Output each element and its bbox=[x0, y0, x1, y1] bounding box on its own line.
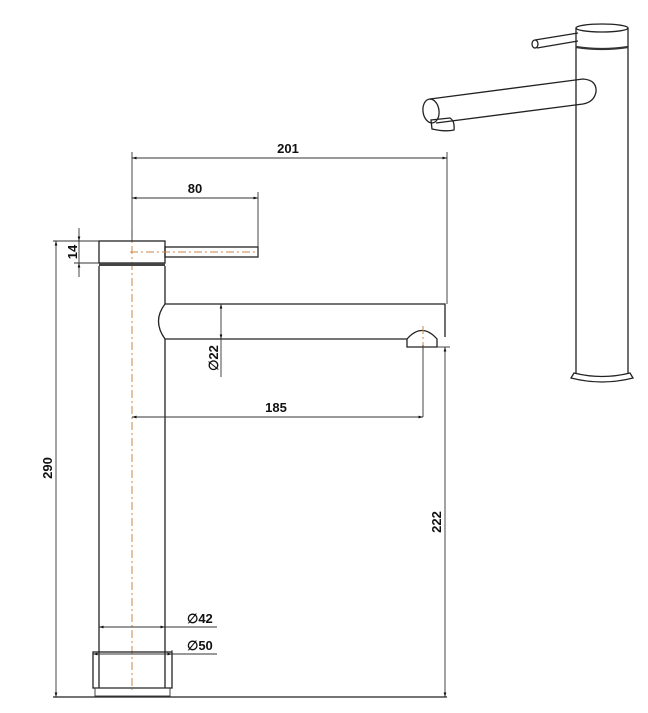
head-band bbox=[99, 263, 165, 266]
3d-spout-end bbox=[422, 98, 440, 124]
dim-label-290: 290 bbox=[40, 457, 55, 479]
dim-label-14: 14 bbox=[65, 244, 80, 259]
dim-label-22: ∅22 bbox=[206, 345, 221, 371]
body bbox=[98, 266, 166, 688]
3d-top-cap bbox=[575, 23, 629, 33]
3d-head-band bbox=[575, 45, 629, 51]
dim-label-222: 222 bbox=[429, 511, 444, 533]
3d-spout bbox=[429, 78, 597, 124]
spout bbox=[157, 303, 446, 340]
dimensions: 201 80 14 290 ∅22 185 222 ∅42 ∅50 bbox=[40, 141, 450, 697]
3d-base bbox=[569, 372, 635, 383]
3d-aerator bbox=[430, 117, 455, 132]
perspective-view bbox=[422, 23, 635, 383]
3d-lever-end bbox=[531, 39, 539, 49]
dim-label-50: ∅50 bbox=[187, 638, 213, 653]
dim-label-185: 185 bbox=[265, 400, 287, 415]
aerator bbox=[406, 329, 438, 348]
dim-label-42: ∅42 bbox=[187, 611, 213, 626]
3d-lever bbox=[534, 32, 579, 49]
front-elevation bbox=[53, 230, 447, 698]
dim-label-80: 80 bbox=[188, 181, 202, 196]
base-plate bbox=[94, 687, 171, 697]
dim-label-201: 201 bbox=[277, 141, 299, 156]
3d-body bbox=[575, 28, 629, 373]
